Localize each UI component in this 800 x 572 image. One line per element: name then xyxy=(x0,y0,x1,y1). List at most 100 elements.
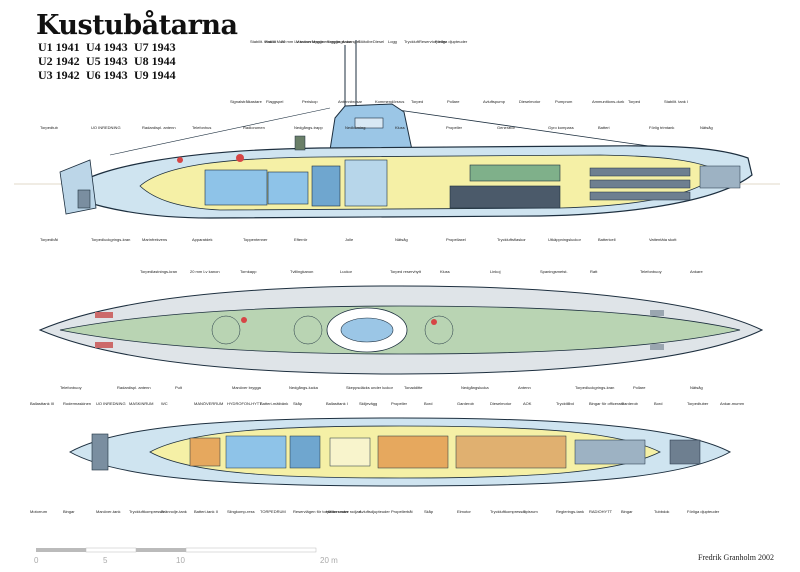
annotation-label: Pollare xyxy=(633,385,646,390)
boat-entry: U3 1942 xyxy=(38,68,80,82)
annotation-label: Skåp xyxy=(424,509,434,514)
annotation-label: Nedgångs-trapp xyxy=(294,125,323,130)
annotation-label: Nedkörning xyxy=(345,125,366,130)
annotation-label: Torped xyxy=(411,99,424,104)
annotation-label: Marinfrekvens xyxy=(142,237,168,242)
annotation-label: Propeller xyxy=(391,401,408,406)
boat-entry: U2 1942 xyxy=(38,54,80,68)
annotation-label: Ankar-mumm xyxy=(720,401,745,406)
annotation-label: Avluftspump xyxy=(483,99,505,104)
annotation-label: Bingar xyxy=(63,509,75,514)
annotation-label: Skåp xyxy=(293,401,303,406)
annotation-label: Nedgångs-lucka xyxy=(289,385,318,390)
annotation-label: Efterrör xyxy=(294,237,308,242)
annotation-label: HYDROFON-HYTT xyxy=(227,401,262,406)
annotation-label: Logg xyxy=(388,39,397,44)
annotation-label: Pollare xyxy=(447,99,460,104)
annotation-label: Ammunitions-durk xyxy=(592,99,625,104)
annotation-label: Bingar för officerare xyxy=(589,401,625,406)
annotation-label: Trycktillbd xyxy=(556,401,574,406)
annotation-label: Manöver-tank xyxy=(96,509,121,514)
annotation-label: Dieselmotor xyxy=(490,401,512,406)
annotation-label: AOK xyxy=(523,401,532,406)
annotation-label: Gyro kompass xyxy=(548,125,574,130)
annotation-label: Brännolje-tank xyxy=(161,509,187,514)
annotation-label: Torpedtuber xyxy=(687,401,709,406)
annotation-label: Tonadditte xyxy=(404,385,423,390)
scale-tick: 10 xyxy=(176,556,185,565)
annotation-label: WC xyxy=(161,401,168,406)
annotation-label: Radardispl. antenn xyxy=(142,125,176,130)
annotation-label: Jolle xyxy=(345,237,354,242)
annotation-label: Elmotor xyxy=(457,509,471,514)
annotation-label: Tubbdok xyxy=(654,509,670,514)
annotation-label: Telefonhus xyxy=(192,125,212,130)
annotation-label: Ballasttank III xyxy=(30,401,55,406)
annotation-label: Periskop xyxy=(302,99,318,104)
annotation-label: Pumprum xyxy=(555,99,573,104)
annotation-label: Skeppsdäcks under luckor xyxy=(346,385,393,390)
annotation-label: Garderob xyxy=(457,401,474,406)
plan-view xyxy=(68,417,732,487)
boat-entry: U6 1943 xyxy=(86,68,128,82)
annotation-label: Linkoj xyxy=(490,269,501,274)
annotation-label: Avluftsdjupteuder xyxy=(359,509,390,514)
annotation-label: Manöver brygga xyxy=(232,385,261,390)
annotation-label: Torpedluckgrings-kran xyxy=(91,237,131,242)
annotation-label: 20 mm Lv kanon xyxy=(190,269,220,274)
annotation-label: Telefonbuoy xyxy=(60,385,82,390)
annotation-label: Propeller xyxy=(446,125,463,130)
annotation-label: MASKINRUM xyxy=(129,401,154,406)
annotation-label: Vattentäta skott xyxy=(649,237,677,242)
boat-entry: U1 1941 xyxy=(38,40,80,54)
credit: Fredrik Granholm 2002 xyxy=(698,553,774,562)
annotation-label: Kluss xyxy=(395,125,405,130)
annotation-label: Utkäppningsluckor xyxy=(548,237,581,242)
annotation-label: Tryckluftkompressor xyxy=(129,509,165,514)
annotation-label: UO INREDNING xyxy=(96,401,126,406)
scale-bar xyxy=(36,547,317,553)
annotation-label: Tornkapp xyxy=(240,269,257,274)
annotation-label: Motorrum xyxy=(30,509,48,514)
annotation-label: Stabilit. tank I xyxy=(664,99,689,104)
annotation-label: Tryckluftsflaskor xyxy=(497,237,526,242)
annotation-label: Torpedlastnings-kran xyxy=(140,269,178,274)
annotation-label: Garderob xyxy=(621,401,638,406)
annotation-label: Apparatdek xyxy=(192,237,213,242)
annotation-label: Torped xyxy=(628,99,641,104)
annotation-label: Kopplingsrum xyxy=(327,39,352,44)
annotation-label: Stabilit. tank III xyxy=(250,39,277,44)
annotation-label: Batteri xyxy=(598,125,610,130)
boat-entry: U8 1944 xyxy=(134,54,176,68)
annotation-label: Torpedtub xyxy=(40,125,58,130)
annotation-label: Propellaxel xyxy=(446,237,466,242)
annotation-label: Torpedbåt xyxy=(40,237,58,242)
annotation-label: Nätsåg xyxy=(690,385,703,390)
annotation-label: Hålbommare xyxy=(326,509,349,514)
boat-entry: U5 1943 xyxy=(86,54,128,68)
annotation-label: Slingkomp-ress xyxy=(227,509,255,514)
annotation-label: Spisrum xyxy=(523,509,538,514)
top-view xyxy=(38,285,764,375)
boat-entry: U9 1944 xyxy=(134,68,176,82)
annotation-label: Bord xyxy=(424,401,433,406)
annotation-label: Rodermaskinen xyxy=(63,401,92,406)
annotation-label: Tryckluft xyxy=(404,39,419,44)
annotation-label: Skiljevägg xyxy=(359,401,378,406)
annotation-label: Nedgångslucka xyxy=(461,385,489,390)
annotation-label: Generator xyxy=(497,125,516,130)
annotation-label: Förliga djupteuder xyxy=(435,39,468,44)
annotation-label: Battericell xyxy=(598,237,616,242)
boat-entry: U7 1943 xyxy=(134,40,176,54)
annotation-label: TORPEDRUM xyxy=(260,509,286,514)
annotation-label: Radardispl. antenn xyxy=(117,385,151,390)
annotation-label: Manöverbryggs xyxy=(296,39,324,44)
annotation-label: Radiorumen xyxy=(243,125,265,130)
scale-tick: 5 xyxy=(103,556,108,565)
annotation-label: Ankarspel xyxy=(342,39,360,44)
annotation-label: Reservlägen för torpeder under rodjan xyxy=(293,509,361,514)
annotation-label: Ballasttank I xyxy=(326,401,348,406)
annotation-label: Tvillingkanon xyxy=(290,269,314,274)
boat-entry: U4 1943 xyxy=(86,40,128,54)
